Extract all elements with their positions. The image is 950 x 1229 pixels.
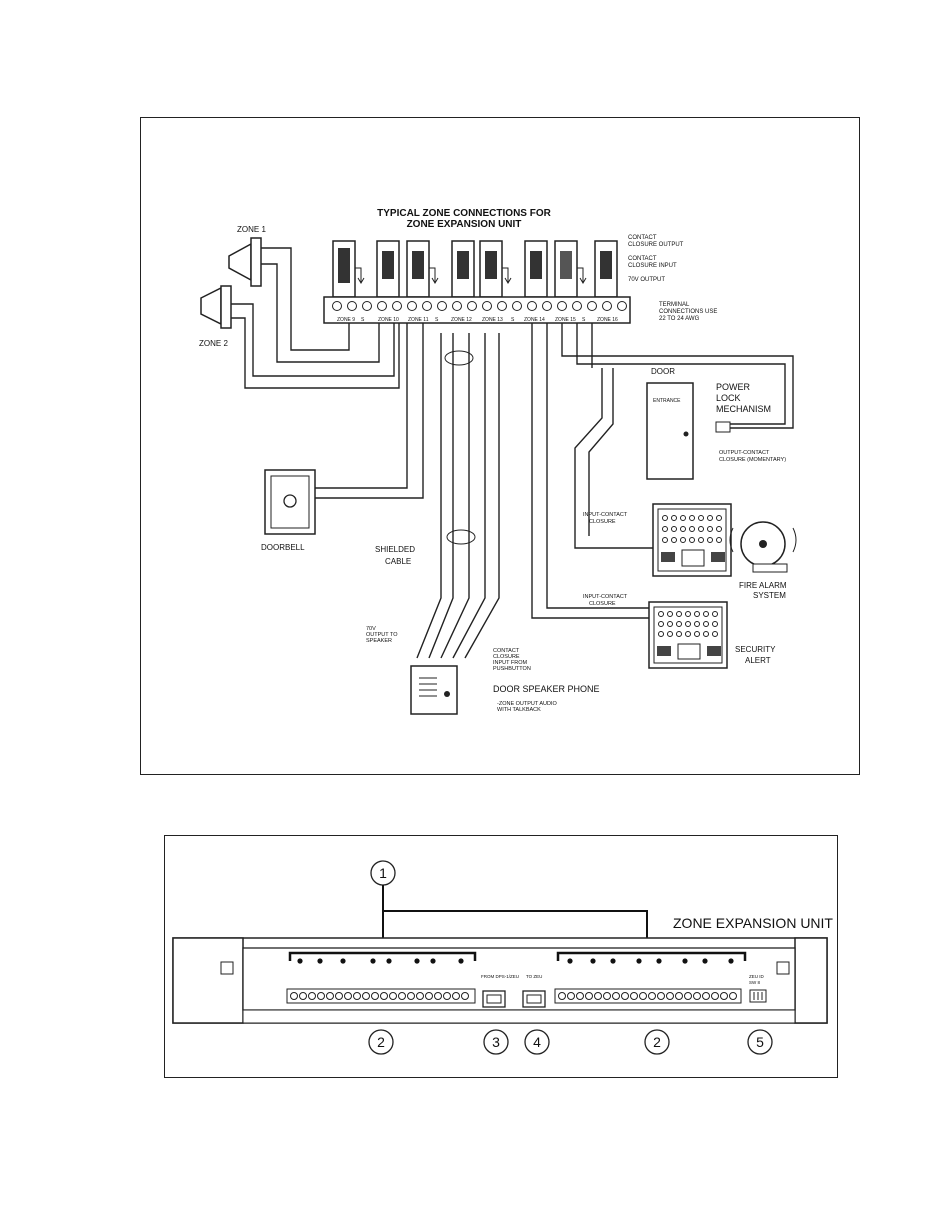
connector-from-dps	[482, 990, 506, 1008]
module-card	[406, 240, 430, 298]
contact-closure-output-label: CLOSURE OUTPUT	[628, 242, 684, 248]
module-card	[524, 240, 548, 298]
door-output-note: CLOSURE (MOMENTARY)	[719, 457, 786, 463]
terminal-label: ZONE 14	[524, 317, 545, 323]
terminal-connections-label: TERMINAL	[659, 302, 690, 308]
callout-number: 3	[492, 1034, 500, 1050]
terminal-strip: ZONE 9 S ZONE 10 ZONE 11 S ZONE 12 ZONE …	[323, 296, 631, 324]
zone-expansion-unit-figure: 1 ZONE EXPANSION UNIT FROM DPS-1/ZEU TO …	[164, 835, 838, 1078]
door-speaker-phone-label: DOOR SPEAKER PHONE	[493, 684, 600, 694]
terminal-block-right	[554, 988, 742, 1004]
zone2-speaker	[200, 285, 232, 329]
doorbell-label: DOORBELL	[261, 543, 305, 552]
door-label: DOOR	[651, 367, 675, 376]
door-device	[646, 382, 731, 480]
figure-title-line1: TYPICAL ZONE CONNECTIONS FOR	[377, 208, 551, 219]
door-output-note: OUTPUT-CONTACT	[719, 450, 770, 456]
zeu-id-label: ZEU ID	[749, 974, 765, 979]
figure-title-line2: ZONE EXPANSION UNIT	[407, 219, 522, 230]
zone-expansion-unit-diagram: 1 ZONE EXPANSION UNIT FROM DPS-1/ZEU TO …	[172, 860, 833, 1055]
terminal-label: ZONE 9	[337, 317, 355, 323]
doorbell-device	[264, 469, 316, 535]
output-70v-label: 70V OUTPUT	[628, 277, 665, 283]
zone-expansion-unit-label: ZONE EXPANSION UNIT	[673, 915, 833, 931]
pushbutton-label: INPUT FROM	[493, 660, 528, 666]
connector-to-zeu	[522, 990, 546, 1008]
led-row-right	[567, 958, 734, 964]
callout-2-right: 2	[644, 1029, 670, 1055]
pushbutton-label: CLOSURE	[493, 654, 520, 660]
shielded-cable-label: SHIELDED	[375, 545, 415, 554]
module-card	[332, 240, 356, 298]
callout-5: 5	[747, 1029, 773, 1055]
connector-label-to: TO ZEU	[526, 974, 542, 979]
module-card	[451, 240, 475, 298]
callout-number: 2	[653, 1034, 661, 1050]
zone-connections-figure: TYPICAL ZONE CONNECTIONS FOR ZONE EXPANS…	[140, 117, 860, 775]
power-lock-label: POWER	[716, 382, 751, 392]
callout-2-left: 2	[368, 1029, 394, 1055]
security-input-note: CLOSURE	[589, 601, 616, 607]
callout-number: 2	[377, 1034, 385, 1050]
output-to-speaker-label: 70V	[366, 626, 376, 632]
module-card	[479, 240, 503, 298]
pushbutton-label: CONTACT	[493, 648, 520, 654]
contact-closure-input-label: CLOSURE INPUT	[628, 263, 677, 269]
security-alert-panel	[648, 601, 728, 669]
zone1-speaker	[228, 237, 262, 287]
contact-closure-input-label: CONTACT	[628, 256, 657, 262]
module-card	[594, 240, 618, 298]
shielded-cable-label: CABLE	[385, 557, 411, 566]
door-sign: ENTRANCE	[653, 398, 681, 404]
terminal-label: ZONE 10	[378, 317, 399, 323]
fire-input-note: INPUT-CONTACT	[583, 512, 628, 518]
zeu-id-label: SW 8	[749, 980, 760, 985]
fire-alarm-panel	[652, 503, 732, 577]
fire-alarm-label: FIRE ALARM	[739, 581, 787, 590]
module-card	[554, 240, 578, 298]
zone-connections-diagram: TYPICAL ZONE CONNECTIONS FOR ZONE EXPANS…	[199, 208, 797, 715]
terminal-label: ZONE 16	[597, 317, 618, 323]
terminal-label: ZONE 11	[408, 317, 429, 323]
connector-label-from: FROM DPS-1/ZEU	[481, 974, 519, 979]
terminal-label: S	[582, 317, 586, 323]
fire-input-note: CLOSURE	[589, 519, 616, 525]
terminal-label: ZONE 12	[451, 317, 472, 323]
callout-number: 5	[756, 1034, 764, 1050]
led-row-left	[297, 958, 464, 964]
terminal-label: S	[511, 317, 515, 323]
callout-4: 4	[524, 1029, 550, 1055]
contact-closure-output-label: CONTACT	[628, 235, 657, 241]
power-lock-label: MECHANISM	[716, 404, 771, 414]
zone-modules	[332, 240, 618, 298]
security-alert-label: ALERT	[745, 656, 771, 665]
dip-switch	[749, 989, 767, 1003]
zone2-label: ZONE 2	[199, 339, 228, 348]
terminal-label: ZONE 15	[555, 317, 576, 323]
terminal-connections-label: CONNECTIONS USE	[659, 309, 717, 315]
terminal-block-left	[286, 988, 476, 1004]
talkback-label: -ZONE OUTPUT AUDIO	[497, 701, 558, 707]
zone-expansion-unit-chassis	[172, 937, 828, 1024]
security-alert-label: SECURITY	[735, 645, 776, 654]
terminal-label: S	[435, 317, 439, 323]
pushbutton-label: PUSHBUTTON	[493, 666, 531, 672]
power-lock-label: LOCK	[716, 393, 741, 403]
terminal-label: S	[361, 317, 365, 323]
output-to-speaker-label: OUTPUT TO	[366, 632, 398, 638]
bell-icon	[729, 521, 797, 573]
callout-number: 1	[379, 865, 387, 881]
talkback-label: WITH TALKBACK	[497, 707, 541, 713]
module-card	[376, 240, 400, 298]
door-speaker-phone-device	[410, 665, 458, 715]
callout-1: 1	[370, 860, 396, 886]
callout-3: 3	[483, 1029, 509, 1055]
terminal-label: ZONE 13	[482, 317, 503, 323]
fire-alarm-label: SYSTEM	[753, 591, 786, 600]
output-to-speaker-label: SPEAKER	[366, 638, 392, 644]
terminal-connections-label: 22 TO 24 AWG	[659, 316, 700, 322]
security-input-note: INPUT-CONTACT	[583, 594, 628, 600]
callout-number: 4	[533, 1034, 541, 1050]
zone1-label: ZONE 1	[237, 225, 266, 234]
